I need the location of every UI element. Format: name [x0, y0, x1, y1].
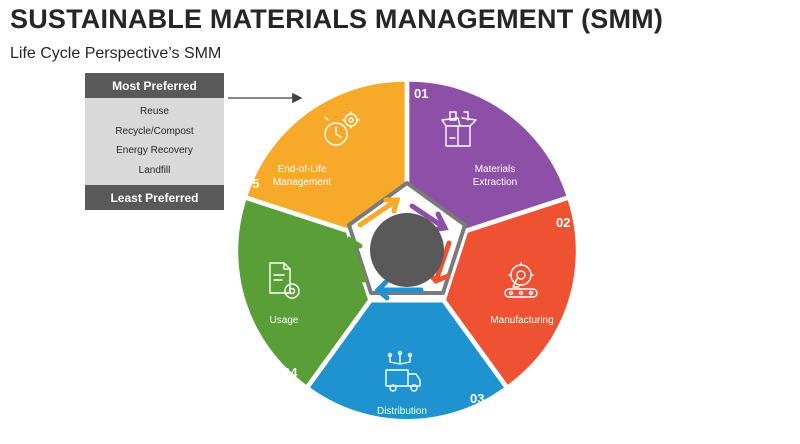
segment-number-05: 05: [245, 176, 259, 191]
preference-list: Reuse Recycle/Compost Energy Recovery La…: [85, 102, 224, 180]
cycle-arrowhead-yellow: [383, 197, 401, 214]
preference-item-energy-recovery: Energy Recovery: [116, 145, 193, 156]
segment-number-02: 02: [556, 215, 570, 230]
segment-number-01: 01: [414, 86, 428, 101]
cycle-arrowhead-green: [344, 236, 363, 254]
segment-label-management: Management: [273, 177, 332, 188]
cycle-arrow-purple: [409, 203, 448, 231]
page-subtitle: Life Cycle Perspective’s SMM: [10, 45, 222, 62]
segment-materials-extraction: [409, 81, 567, 229]
segment-manufacturing: [446, 200, 576, 385]
preference-item-reuse: Reuse: [140, 106, 169, 117]
delivery-truck-icon: [385, 350, 421, 392]
least-preferred-label: Least Preferred: [85, 185, 224, 210]
segment-label-usage: Usage: [270, 315, 299, 326]
document-gear-icon: [269, 262, 300, 299]
segment-number-03: 03: [470, 391, 484, 406]
open-box-icon: [441, 111, 477, 147]
cycle-arrow-orange: [433, 240, 452, 284]
cycle-arrow-green: [347, 237, 367, 283]
segment-end-of-life: [247, 81, 405, 229]
cycle-arrow-yellow: [357, 197, 400, 228]
center-circle: [370, 213, 444, 287]
segment-shape: [446, 200, 576, 385]
segment-number-04: 04: [283, 365, 298, 380]
segment-shape: [247, 81, 405, 229]
clock-gear-icon: [324, 111, 360, 146]
preference-item-recycle: Recycle/Compost: [115, 125, 194, 137]
segment-shape: [409, 81, 567, 229]
segment-shape: [310, 302, 504, 419]
factory-robot-icon: [504, 262, 538, 298]
cycle-arrows: [344, 197, 452, 301]
segment-label-manufacturing: Manufacturing: [490, 315, 553, 326]
segment-label-extraction: Extraction: [473, 177, 517, 188]
segment-label-materials: Materials: [475, 164, 516, 175]
segment-label-end-of-life: End-of-Life: [278, 164, 327, 175]
page-title: SUSTAINABLE MATERIALS MANAGEMENT (SMM): [10, 4, 664, 34]
segment-label-distribution: Distribution: [377, 406, 427, 417]
segment-usage: [238, 200, 368, 385]
most-preferred-label: Most Preferred: [85, 73, 224, 98]
preference-hierarchy-box: Most Preferred Reuse Recycle/Compost Ene…: [85, 73, 224, 210]
cycle-arrowhead-blue: [374, 279, 390, 301]
segment-shape: [238, 200, 368, 385]
preference-item-landfill: Landfill: [138, 164, 171, 176]
segment-distribution: [310, 302, 504, 419]
